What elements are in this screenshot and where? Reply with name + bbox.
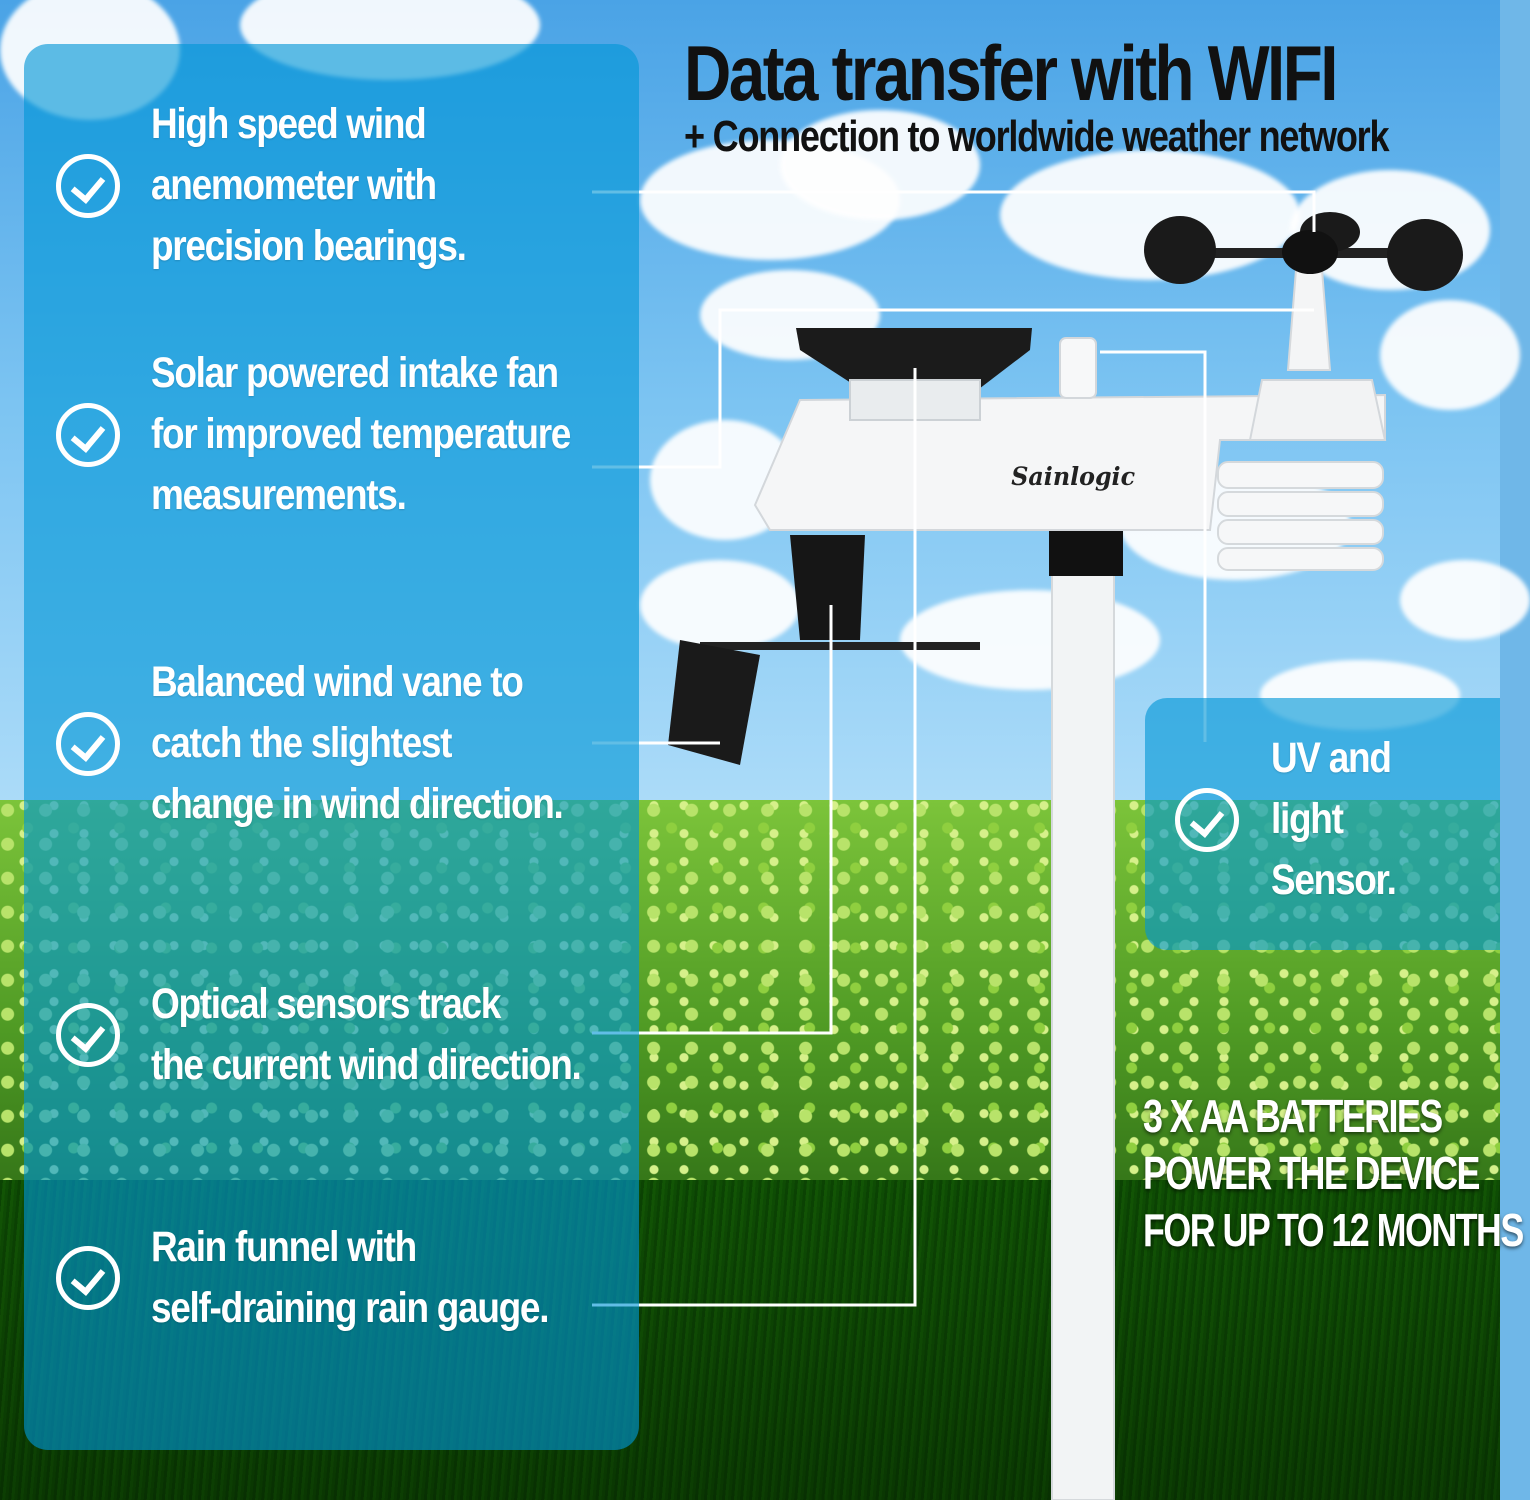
check-circle-icon [1175, 787, 1239, 852]
cloud [780, 110, 980, 220]
wind-vane-rod [700, 642, 980, 650]
feature-line: catch the slightest [151, 719, 452, 767]
feature-text: Balanced wind vane to catch the slightes… [151, 652, 564, 835]
feature-line: Balanced wind vane to [151, 658, 524, 706]
brand-logo: Sainlogic [1011, 462, 1136, 491]
battery-line: FOR UP TO 12 MONTHS [1143, 1204, 1524, 1256]
feature-line: Optical sensors track [151, 980, 501, 1028]
leader-line-rain [592, 368, 917, 1307]
feature-line: self-draining rain gauge. [151, 1284, 549, 1332]
feature-text: Solar powered intake fan for improved te… [151, 343, 571, 526]
rain-funnel [796, 328, 1032, 392]
feature-line: precision bearings. [151, 222, 467, 270]
feature-line: Solar powered intake fan [151, 349, 559, 397]
leader-line-optical [592, 605, 833, 1035]
leader-line-fan [592, 308, 1314, 469]
station-pole [1051, 539, 1115, 1500]
uv-sensor-dome [1059, 337, 1097, 399]
feature-line: the current wind direction. [151, 1041, 582, 1089]
anemometer-hub [1282, 230, 1338, 274]
check-circle-icon [56, 1246, 120, 1310]
leader-line-uv [1100, 350, 1207, 742]
feature-line: Sensor. [1271, 856, 1397, 904]
cloud [900, 590, 1160, 690]
cloud [640, 560, 800, 650]
feature-line: change in wind direction. [151, 780, 564, 828]
feature-line: measurements. [151, 471, 407, 519]
radiation-shield-plate [1217, 519, 1384, 545]
check-circle-icon [56, 402, 120, 467]
check-circle-icon [56, 1003, 120, 1067]
headline: Data transfer with WIFI [684, 29, 1338, 117]
feature-text: High speed wind anemometer with precisio… [151, 94, 467, 277]
wind-vane-housing [790, 535, 865, 640]
cloud [1380, 300, 1520, 410]
features-panel [24, 44, 639, 1450]
station-body [753, 393, 1386, 531]
feature-line: Rain funnel with [151, 1223, 417, 1271]
feature-anemometer: High speed wind anemometer with precisio… [56, 94, 626, 277]
feature-optical-sensors: Optical sensors track the current wind d… [56, 974, 626, 1096]
radiation-shield-plate [1217, 491, 1384, 517]
feature-line: for improved temperature [151, 410, 571, 458]
feature-text: Optical sensors track the current wind d… [151, 974, 582, 1096]
feature-text: Rain funnel with self-draining rain gaug… [151, 1217, 549, 1339]
battery-note: 3 X AA BATTERIES POWER THE DEVICE FOR UP… [1143, 1088, 1524, 1259]
feature-line: UV and [1271, 734, 1392, 782]
feature-line: High speed wind [151, 100, 427, 148]
anemometer-cup [1144, 216, 1216, 284]
radiation-shield-plate [1217, 547, 1384, 571]
subheadline: + Connection to worldwide weather networ… [684, 112, 1390, 161]
anemometer-cup [1387, 219, 1463, 291]
feature-uv-sensor: UV and light Sensor. [1175, 728, 1416, 911]
wind-vane-fin [668, 640, 760, 765]
feature-wind-vane: Balanced wind vane to catch the slightes… [56, 652, 626, 835]
battery-line: POWER THE DEVICE [1143, 1147, 1480, 1199]
radiation-shield-plate [1217, 461, 1384, 489]
feature-text: UV and light Sensor. [1271, 728, 1397, 911]
check-circle-icon [56, 153, 120, 218]
feature-line: anemometer with [151, 161, 437, 209]
feature-rain-funnel: Rain funnel with self-draining rain gaug… [56, 1217, 626, 1339]
feature-line: light [1271, 795, 1344, 843]
check-circle-icon [56, 711, 120, 776]
radiation-shield-top [1248, 379, 1387, 441]
pole-collar [1049, 530, 1123, 576]
leader-line-anemometer [592, 190, 1316, 232]
battery-line: 3 X AA BATTERIES [1143, 1090, 1443, 1142]
cloud [1400, 560, 1530, 640]
feature-intake-fan: Solar powered intake fan for improved te… [56, 343, 626, 526]
